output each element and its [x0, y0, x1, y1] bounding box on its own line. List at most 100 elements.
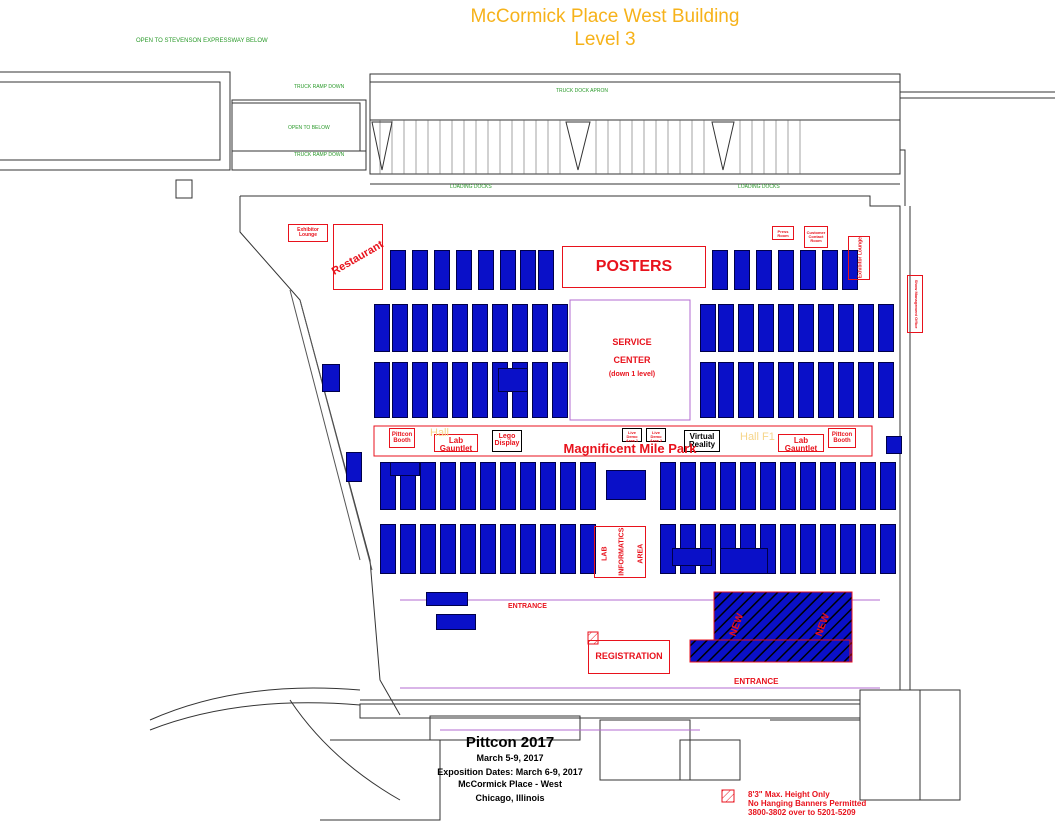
pittcon-booth-right[interactable]: Pittcon Booth	[828, 428, 856, 448]
booth[interactable]	[480, 524, 496, 574]
booth[interactable]	[434, 250, 450, 290]
booth[interactable]	[818, 362, 834, 418]
booth[interactable]	[840, 524, 856, 574]
booth[interactable]	[838, 304, 854, 352]
booth[interactable]	[580, 462, 596, 510]
booth[interactable]	[540, 524, 556, 574]
restaurant-area[interactable]: Restaurant	[330, 224, 385, 290]
booth[interactable]	[460, 462, 476, 510]
booth[interactable]	[880, 524, 896, 574]
booth[interactable]	[700, 362, 716, 418]
booth[interactable]	[800, 524, 816, 574]
virtual-reality[interactable]: Virtual Reality	[684, 430, 720, 452]
booth[interactable]	[380, 524, 396, 574]
booth[interactable]	[580, 524, 596, 574]
booth[interactable]	[712, 250, 728, 290]
booth[interactable]	[860, 524, 876, 574]
booth[interactable]	[720, 548, 768, 574]
booth[interactable]	[392, 362, 408, 418]
booth[interactable]	[420, 524, 436, 574]
booth[interactable]	[456, 250, 472, 290]
booth[interactable]	[798, 304, 814, 352]
booth[interactable]	[758, 362, 774, 418]
booth[interactable]	[818, 304, 834, 352]
booth[interactable]	[460, 524, 476, 574]
booth[interactable]	[552, 362, 568, 418]
booth[interactable]	[436, 614, 476, 630]
booth[interactable]	[412, 250, 428, 290]
registration-area[interactable]: REGISTRATION	[588, 640, 670, 674]
booth[interactable]	[800, 462, 816, 510]
booth[interactable]	[452, 304, 468, 352]
booth[interactable]	[672, 548, 712, 566]
booth[interactable]	[520, 250, 536, 290]
press-room[interactable]: Press Room	[772, 226, 794, 240]
booth[interactable]	[374, 362, 390, 418]
booth[interactable]	[440, 462, 456, 510]
posters-area[interactable]: POSTERS	[562, 246, 706, 288]
lab-gauntlet-right[interactable]: Lab Gauntlet	[778, 434, 824, 453]
booth[interactable]	[760, 462, 776, 510]
booth[interactable]	[734, 250, 750, 290]
booth[interactable]	[822, 250, 838, 290]
booth[interactable]	[412, 362, 428, 418]
booth[interactable]	[512, 304, 528, 352]
booth[interactable]	[374, 304, 390, 352]
booth[interactable]	[538, 250, 554, 290]
booth[interactable]	[800, 250, 816, 290]
pittcon-booth-left[interactable]: Pittcon Booth	[389, 428, 415, 448]
booth[interactable]	[478, 250, 494, 290]
booth[interactable]	[858, 304, 874, 352]
booth[interactable]	[500, 524, 516, 574]
booth[interactable]	[798, 362, 814, 418]
booth[interactable]	[738, 304, 754, 352]
booth[interactable]	[778, 304, 794, 352]
booth[interactable]	[700, 304, 716, 352]
booth[interactable]	[520, 462, 536, 510]
booth[interactable]	[778, 362, 794, 418]
lab-informatics-area[interactable]	[594, 526, 646, 578]
booth[interactable]	[346, 452, 362, 482]
booth[interactable]	[720, 462, 736, 510]
booth[interactable]	[778, 250, 794, 290]
booth[interactable]	[390, 250, 406, 290]
booth[interactable]	[480, 462, 496, 510]
booth[interactable]	[780, 462, 796, 510]
booth[interactable]	[840, 462, 856, 510]
booth[interactable]	[500, 462, 516, 510]
booth[interactable]	[432, 304, 448, 352]
booth[interactable]	[426, 592, 468, 606]
booth[interactable]	[400, 524, 416, 574]
exhibitor-lounge-left[interactable]: Exhibitor Lounge	[288, 224, 328, 242]
booth[interactable]	[432, 362, 448, 418]
booth[interactable]	[440, 524, 456, 574]
booth[interactable]	[680, 462, 696, 510]
booth[interactable]	[838, 362, 854, 418]
booth[interactable]	[740, 462, 756, 510]
booth[interactable]	[880, 462, 896, 510]
booth[interactable]	[886, 436, 902, 454]
booth[interactable]	[452, 362, 468, 418]
booth[interactable]	[560, 524, 576, 574]
booth[interactable]	[842, 250, 858, 290]
booth[interactable]	[540, 462, 556, 510]
booth[interactable]	[390, 462, 420, 476]
booth[interactable]	[532, 304, 548, 352]
booth[interactable]	[392, 304, 408, 352]
booth[interactable]	[492, 304, 508, 352]
live-demo-area-1[interactable]: Live Demo Area 1	[622, 428, 642, 443]
booth[interactable]	[858, 362, 874, 418]
booth[interactable]	[498, 368, 528, 392]
booth[interactable]	[532, 362, 548, 418]
booth[interactable]	[860, 462, 876, 510]
booth[interactable]	[322, 364, 340, 392]
booth[interactable]	[412, 304, 428, 352]
booth[interactable]	[520, 524, 536, 574]
lab-gauntlet-left[interactable]: Lab Gauntlet	[434, 434, 478, 453]
booth[interactable]	[780, 524, 796, 574]
booth[interactable]	[560, 462, 576, 510]
booth[interactable]	[756, 250, 772, 290]
booth[interactable]	[878, 362, 894, 418]
booth[interactable]	[738, 362, 754, 418]
booth[interactable]	[472, 362, 488, 418]
